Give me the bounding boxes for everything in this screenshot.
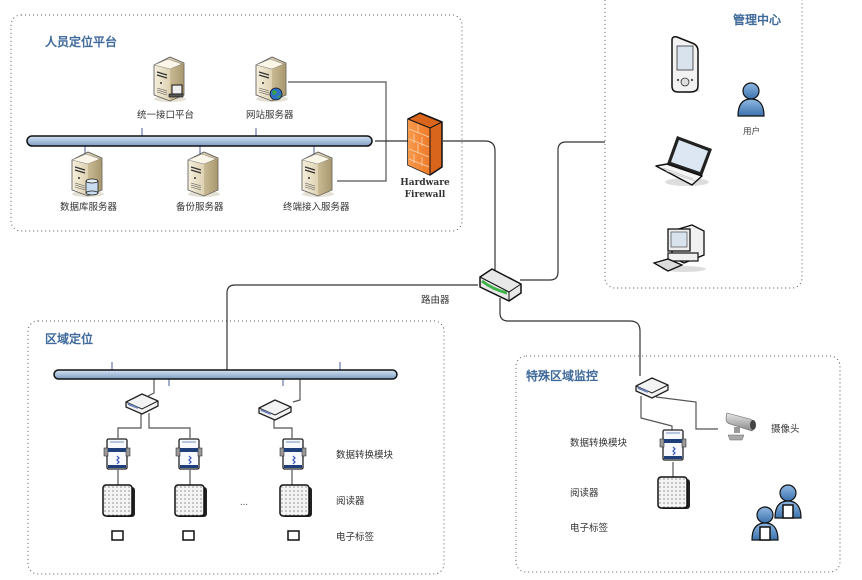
special-reader[interactable] [657, 476, 691, 510]
special-module-label: 数据转换模块 [570, 437, 628, 449]
label-terminal-server: 终端接入服务器 [283, 201, 350, 213]
platform-network-bus [26, 135, 373, 147]
data-module-icon [103, 438, 131, 470]
desktop-computer[interactable] [652, 224, 706, 272]
user[interactable] [737, 82, 765, 117]
reader-icon [102, 484, 136, 518]
camera[interactable] [725, 412, 756, 441]
area-reader-label: 阅读器 [336, 495, 365, 507]
label-backup-server: 备份服务器 [176, 201, 224, 213]
reader-icon [174, 484, 208, 518]
special-reader-label: 阅读器 [570, 487, 599, 499]
firewall-label-line2: Firewall [405, 190, 446, 200]
user-label: 用户 [743, 126, 760, 137]
server-icon [187, 151, 221, 198]
desktop-computer-icon [652, 224, 706, 272]
server-web[interactable] [255, 56, 289, 103]
area-network-bus [53, 369, 398, 380]
globe-icon [269, 87, 283, 101]
data-module-icon [659, 429, 687, 461]
zone-title-management: 管理中心 [733, 12, 781, 27]
switch-icon [258, 399, 292, 421]
camera-label: 摄像头 [771, 423, 800, 435]
laptop-device[interactable] [655, 136, 712, 186]
label-database-server: 数据库服务器 [60, 201, 118, 213]
zone-title-special: 特殊区域监控 [526, 368, 598, 383]
area-reader-1[interactable] [102, 484, 136, 518]
switch-icon [125, 393, 159, 415]
label-web-server: 网站服务器 [246, 109, 294, 121]
area-tag-label: 电子标签 [336, 531, 375, 543]
zone-personnel-platform [10, 14, 463, 232]
server-unified-interface[interactable] [153, 56, 187, 103]
area-ellipsis: ... [240, 498, 248, 508]
tagged-person-2[interactable] [752, 507, 778, 540]
area-switch-1[interactable] [125, 393, 159, 415]
tagged-person-1[interactable] [775, 485, 801, 518]
user-with-tag-icon [775, 485, 801, 518]
pda-icon [671, 36, 700, 93]
data-module-icon [279, 438, 307, 470]
reader-icon [657, 476, 691, 510]
label-unified-interface: 统一接口平台 [137, 109, 194, 121]
area-module-3[interactable] [279, 438, 307, 470]
reader-icon [279, 484, 313, 518]
zone-title-platform: 人员定位平台 [45, 34, 117, 49]
database-icon [85, 178, 99, 196]
area-module-2[interactable] [175, 438, 203, 470]
special-module[interactable] [659, 429, 687, 461]
pda-device[interactable] [671, 36, 700, 93]
camera-icon [725, 412, 756, 441]
zone-area-location [27, 320, 445, 575]
data-module-icon [175, 438, 203, 470]
area-switch-2[interactable] [258, 399, 292, 421]
user-icon [737, 82, 765, 117]
user-with-tag-icon [752, 507, 778, 540]
area-module-label: 数据转换模块 [336, 449, 394, 461]
hardware-firewall[interactable] [407, 112, 443, 176]
firewall-label-line1: Hardware [400, 178, 450, 188]
area-reader-3[interactable] [279, 484, 313, 518]
zone-special-monitoring [515, 355, 841, 573]
router[interactable] [479, 268, 522, 302]
server-database[interactable] [71, 151, 105, 198]
special-tag-label: 电子标签 [570, 522, 609, 534]
server-terminal-access[interactable] [301, 151, 335, 198]
firewall-icon [407, 112, 443, 176]
zone-title-area: 区域定位 [45, 331, 93, 346]
area-tag-2[interactable] [182, 530, 195, 541]
router-icon [479, 268, 522, 302]
pc-overlay-icon [168, 84, 184, 98]
special-switch[interactable] [635, 377, 669, 399]
area-module-1[interactable] [103, 438, 131, 470]
server-backup[interactable] [187, 151, 221, 198]
area-tag-3[interactable] [287, 530, 300, 541]
area-reader-2[interactable] [174, 484, 208, 518]
laptop-icon [655, 136, 712, 186]
area-tag-1[interactable] [111, 530, 124, 541]
connection-lines [84, 81, 718, 485]
server-icon [301, 151, 335, 198]
switch-icon [635, 377, 669, 399]
router-label: 路由器 [421, 294, 450, 306]
